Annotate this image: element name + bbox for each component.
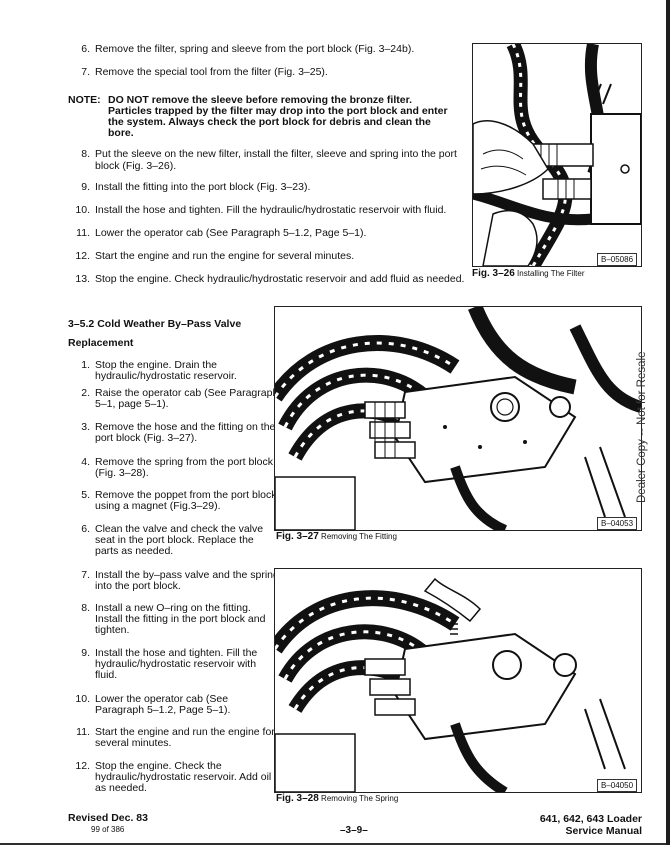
list-item: 2.Raise the operator cab (See Paragraph … xyxy=(81,387,279,410)
list-item: 9.Install the fitting into the port bloc… xyxy=(81,181,311,193)
list-item: 9.Install the hose and tighten. Fill the… xyxy=(81,647,258,681)
list-item: 11.Start the engine and run the engine f… xyxy=(76,726,275,749)
list-item: 10.Lower the operator cab (See Paragraph… xyxy=(75,693,231,716)
list-item: 8.Put the sleeve on the new filter, inst… xyxy=(81,148,457,172)
list-item: 8.Install a new O–ring on the fitting. I… xyxy=(81,602,266,636)
figure-caption: Fig. 3–26 Installing The Filter xyxy=(472,268,585,279)
list-item: 6.Remove the filter, spring and sleeve f… xyxy=(81,43,415,55)
watermark: Dealer Copy -- Not for Resale xyxy=(636,351,648,504)
list-item: 7.Remove the special tool from the filte… xyxy=(81,66,328,78)
window-edge xyxy=(666,0,670,845)
figure-caption: Fig. 3–27 Removing The Fitting xyxy=(276,531,397,542)
list-item: 12.Stop the engine. Check the hydraulic/… xyxy=(75,760,272,794)
list-item: 6.Clean the valve and check the valve se… xyxy=(81,523,264,557)
page-number: –3–9– xyxy=(340,825,368,836)
note-block: NOTE: DO NOT remove the sleeve before re… xyxy=(68,95,458,139)
list-item: 4.Remove the spring from the port block … xyxy=(81,456,273,479)
list-item: 11.Lower the operator cab (See Paragraph… xyxy=(76,227,367,239)
revised-date: Revised Dec. 83 xyxy=(68,812,148,824)
figure-3-28-image xyxy=(274,568,642,793)
list-item: 5.Remove the poppet from the port block … xyxy=(81,489,277,512)
figure-code: B–04050 xyxy=(597,779,638,792)
filter-illustration xyxy=(473,44,641,266)
steps-mid: 8.Put the sleeve on the new filter, inst… xyxy=(68,148,465,296)
manual-title: 641, 642, 643 Loader Service Manual xyxy=(539,813,642,837)
figure-code: B–05086 xyxy=(597,253,638,266)
list-item: 13.Stop the engine. Check hydraulic/hydr… xyxy=(75,273,465,285)
sub-title: Replacement xyxy=(68,337,134,349)
section-title: 3–5.2 Cold Weather By–Pass Valve xyxy=(68,318,242,330)
note-text: DO NOT remove the sleeve before removing… xyxy=(108,94,448,139)
figure-caption: Fig. 3–28 Removing The Spring xyxy=(276,793,399,804)
fitting-illustration xyxy=(275,307,641,530)
spring-illustration xyxy=(275,569,641,792)
steps-top: 6.Remove the filter, spring and sleeve f… xyxy=(68,43,463,89)
list-item: 7.Install the by–pass valve and the spri… xyxy=(81,569,279,592)
page-count: 99 of 386 xyxy=(91,825,125,834)
figure-3-27-image xyxy=(274,306,642,531)
figure-code: B–04053 xyxy=(597,517,638,530)
note-label: NOTE: xyxy=(68,94,101,106)
list-item: 10.Install the hose and tighten. Fill th… xyxy=(75,204,447,216)
list-item: 12.Start the engine and run the engine f… xyxy=(75,250,355,262)
list-item: 3.Remove the hose and the fitting on the… xyxy=(81,421,276,444)
figure-3-26-image xyxy=(472,43,642,267)
list-item: 1.Stop the engine. Drain the hydraulic/h… xyxy=(81,359,237,382)
